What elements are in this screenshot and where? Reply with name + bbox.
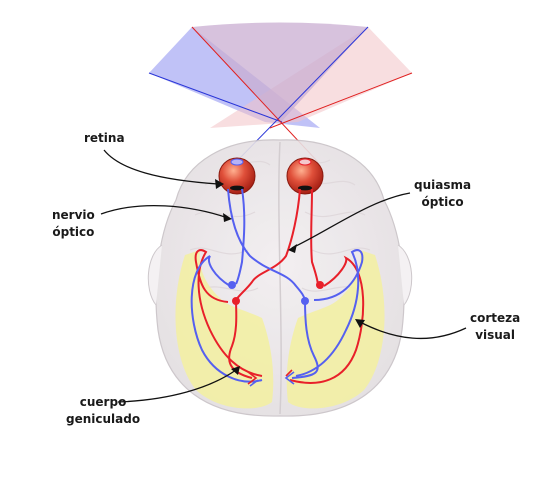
optic-chiasm-label: quiasma óptico <box>414 177 471 211</box>
right-field-pathway <box>194 188 365 384</box>
geniculate-body-text-2: geniculado <box>66 412 141 426</box>
overlap-visual-field <box>192 22 368 122</box>
optic-nerve-text-2: óptico <box>52 225 95 239</box>
retina-text: retina <box>84 131 125 145</box>
leader-lines <box>100 149 467 403</box>
visual-cortex-text-2: visual <box>475 328 516 342</box>
field-boundary-blue <box>148 72 283 123</box>
visual-cortex-text-1: corteza <box>470 311 521 325</box>
cortex-endings <box>247 369 295 387</box>
geniculate-body-label: cuerpo geniculado <box>66 394 140 428</box>
field-boundary-red-2 <box>269 72 413 129</box>
geniculate-body-text-1: cuerpo <box>79 395 127 409</box>
quiasma-leader <box>291 192 411 249</box>
optic-nerve-text-1: nervio <box>52 208 95 222</box>
optic-chiasm-text-1: quiasma <box>414 178 472 192</box>
retina-label: retina <box>84 130 125 147</box>
optic-chiasm-text-2: óptico <box>421 195 464 209</box>
cuerpo-leader <box>117 369 237 403</box>
corteza-leader <box>359 321 467 340</box>
retina-leader <box>103 149 219 185</box>
field-boundary-red <box>191 26 319 163</box>
leader-arrowheads <box>215 179 365 375</box>
visual-cortex-label: corteza visual <box>470 310 520 344</box>
right-ear <box>397 244 413 306</box>
left-ear <box>147 244 163 306</box>
field-boundary-blue-2 <box>235 26 369 163</box>
left-eye <box>218 157 256 195</box>
optic-nerve-label: nervio óptico <box>52 207 95 241</box>
geniculate-markers <box>228 281 324 305</box>
nervio-leader <box>100 204 229 219</box>
right-eye <box>286 157 324 195</box>
brain-midline <box>278 141 282 415</box>
right-visual-cortex <box>286 250 385 409</box>
left-visual-cortex <box>175 250 274 409</box>
